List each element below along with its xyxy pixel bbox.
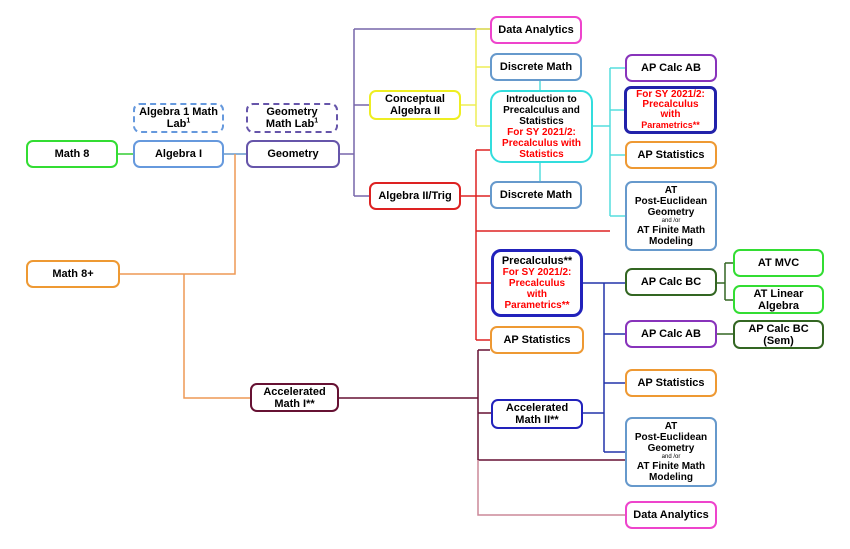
- sy-precalculus-parametrics-box[interactable]: For SY 2021/2: Precalculus with Parametr…: [624, 86, 717, 134]
- intro-precalc-note-2: Precalculus with: [502, 137, 581, 149]
- intro-precalc-label-2: Precalculus and: [503, 104, 580, 116]
- intro-precalc-label-1: Introduction to: [506, 93, 577, 105]
- algebra2-trig-label: Algebra II/Trig: [378, 190, 452, 202]
- data-analytics-top-box[interactable]: Data Analytics: [490, 16, 582, 44]
- accelerated-math2-label-2: Math II**: [515, 414, 559, 426]
- ap-statistics-bottom-label: AP Statistics: [637, 377, 705, 389]
- geometry-box[interactable]: Geometry: [246, 140, 340, 168]
- conn-math8p-geo: [120, 154, 236, 275]
- discrete-math-mid-box[interactable]: Discrete Math: [490, 181, 582, 209]
- sy-precalc-param-note-2: Precalculus: [642, 99, 699, 110]
- geometry-math-lab-box[interactable]: Geometry Math Lab1: [246, 103, 338, 133]
- data-analytics-bottom-label: Data Analytics: [633, 509, 709, 521]
- geometry-math-lab-label-2: Math Lab1: [265, 117, 319, 130]
- accelerated-math2-box[interactable]: Accelerated Math II**: [491, 399, 583, 429]
- ap-calc-ab-mid-box[interactable]: AP Calc AB: [625, 320, 717, 348]
- math8-box[interactable]: Math 8: [26, 140, 118, 168]
- precalculus-note-4: Parametrics**: [504, 299, 570, 311]
- at-top-label-2: Post-Euclidean: [634, 196, 708, 207]
- ap-calc-ab-top-label: AP Calc AB: [641, 62, 701, 74]
- ap-statistics-bottom-box[interactable]: AP Statistics: [625, 369, 717, 397]
- ap-calc-ab-top-box[interactable]: AP Calc AB: [625, 54, 717, 82]
- ap-calc-bc-sem-label-2: (Sem): [763, 334, 794, 347]
- accelerated-math2-label-1: Accelerated: [505, 402, 569, 414]
- at-linear-algebra-box[interactable]: AT Linear Algebra: [733, 285, 824, 314]
- precalculus-box[interactable]: Precalculus** For SY 2021/2: Precalculus…: [491, 249, 583, 317]
- at-electives-top-box[interactable]: AT Post-Euclidean Geometry and /or AT Fi…: [625, 181, 717, 251]
- at-bot-label-3: Geometry: [647, 443, 695, 454]
- discrete-math-mid-label: Discrete Math: [499, 189, 573, 201]
- precalculus-note-1: For SY 2021/2:: [502, 266, 572, 278]
- conn-accel1-da: [477, 460, 625, 516]
- accelerated-math1-label-1: Accelerated: [263, 385, 326, 398]
- accelerated-math1-label-2: Math I**: [274, 397, 315, 410]
- precalculus-note-2: Precalculus: [508, 277, 566, 289]
- algebra1-label: Algebra I: [154, 148, 203, 160]
- ap-calc-bc-sem-label-1: AP Calc BC: [748, 322, 809, 335]
- sy-precalc-param-note-3: with: [660, 109, 681, 120]
- geometry-label: Geometry: [267, 148, 319, 160]
- conceptual-algebra2-label-2: Algebra II: [389, 105, 441, 117]
- geometry-math-lab-label-1: Geometry: [266, 106, 318, 118]
- ap-statistics-top-box[interactable]: AP Statistics: [625, 141, 717, 169]
- ap-statistics-mid-box[interactable]: AP Statistics: [490, 326, 584, 354]
- discrete-math-top-label: Discrete Math: [499, 61, 573, 73]
- intro-precalc-note-3: Statistics: [519, 148, 564, 160]
- at-top-label-4: AT Finite Math: [636, 225, 706, 236]
- conceptual-algebra2-box[interactable]: Conceptual Algebra II: [369, 90, 461, 120]
- at-bot-label-5: Modeling: [649, 472, 693, 483]
- precalculus-note-3: with: [527, 288, 547, 300]
- at-bot-label-4: AT Finite Math: [636, 461, 706, 472]
- math8-label: Math 8: [54, 148, 90, 160]
- at-top-label-1: AT: [664, 185, 678, 196]
- at-mvc-box[interactable]: AT MVC: [733, 249, 824, 277]
- ap-calc-bc-box[interactable]: AP Calc BC: [625, 268, 717, 296]
- ap-calc-bc-label: AP Calc BC: [640, 276, 702, 288]
- at-electives-bottom-box[interactable]: AT Post-Euclidean Geometry and /or AT Fi…: [625, 417, 717, 487]
- ap-calc-ab-mid-label: AP Calc AB: [641, 328, 701, 340]
- ap-statistics-mid-label: AP Statistics: [503, 334, 571, 346]
- data-analytics-bottom-box[interactable]: Data Analytics: [625, 501, 717, 529]
- conn-math8p-accel1: [183, 274, 250, 399]
- at-top-label-5: Modeling: [649, 236, 693, 247]
- ap-statistics-top-label: AP Statistics: [637, 149, 705, 161]
- at-linear-algebra-label-2: Algebra: [758, 299, 799, 312]
- at-mvc-label: AT MVC: [757, 257, 800, 269]
- accelerated-math1-box[interactable]: Accelerated Math I**: [250, 383, 339, 412]
- at-bot-small: and /or: [661, 454, 681, 460]
- algebra1-math-lab-label: Algebra 1 Math Lab1: [139, 106, 218, 130]
- algebra1-math-lab-box[interactable]: Algebra 1 Math Lab1: [133, 103, 224, 133]
- math8plus-label: Math 8+: [52, 268, 94, 280]
- at-top-label-3: Geometry: [647, 207, 695, 218]
- data-analytics-top-label: Data Analytics: [498, 24, 574, 36]
- intro-precalc-stats-box[interactable]: Introduction to Precalculus and Statisti…: [490, 90, 593, 163]
- conceptual-algebra2-label-1: Conceptual: [385, 93, 445, 105]
- precalculus-label: Precalculus**: [501, 254, 573, 267]
- discrete-math-top-box[interactable]: Discrete Math: [490, 53, 582, 81]
- at-linear-algebra-label-1: AT Linear: [753, 287, 804, 300]
- math8plus-box[interactable]: Math 8+: [26, 260, 120, 288]
- intro-precalc-label-3: Statistics: [519, 115, 564, 127]
- algebra2-trig-box[interactable]: Algebra II/Trig: [369, 182, 461, 210]
- at-bot-label-2: Post-Euclidean: [634, 432, 708, 443]
- at-bot-label-1: AT: [664, 421, 678, 432]
- intro-precalc-note-1: For SY 2021/2:: [507, 126, 576, 138]
- sy-precalc-param-note-1: For SY 2021/2:: [636, 89, 705, 100]
- at-top-small: and /or: [661, 218, 681, 224]
- ap-calc-bc-sem-box[interactable]: AP Calc BC (Sem): [733, 320, 824, 349]
- sy-precalc-param-note-4: Parametrics**: [641, 120, 700, 130]
- algebra1-box[interactable]: Algebra I: [133, 140, 224, 168]
